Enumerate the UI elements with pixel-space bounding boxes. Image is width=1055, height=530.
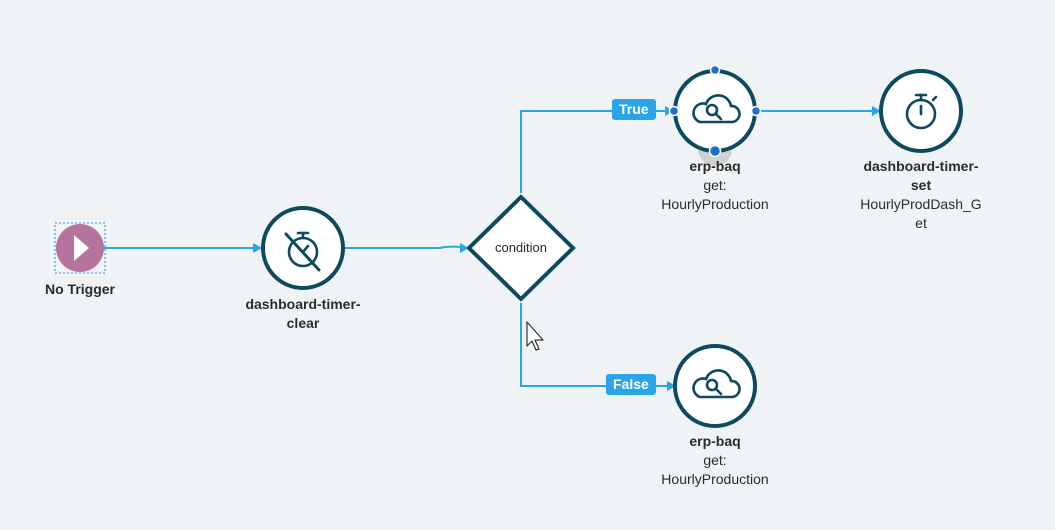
- connection-handle-right[interactable]: [750, 105, 762, 117]
- connection-handle-top[interactable]: [709, 64, 721, 76]
- timer-clear-title-2: clear: [286, 315, 320, 331]
- connection-handle-bottom[interactable]: [708, 144, 722, 158]
- timer-set-node[interactable]: [879, 69, 963, 153]
- arrowhead: [460, 243, 469, 253]
- erp-baq-true-title: erp-baq: [689, 158, 741, 174]
- erp-baq-false-sub1: get:: [703, 452, 727, 468]
- erp-baq-false-label: erp-baq get: HourlyProduction: [640, 432, 790, 489]
- timer-clear-title: dashboard-timer-: [245, 296, 361, 312]
- timer-clear-node[interactable]: [261, 206, 345, 290]
- timer-off-icon: [284, 231, 321, 272]
- trigger-selection-box: [54, 222, 106, 274]
- condition-node[interactable]: [466, 194, 576, 302]
- erp-baq-true-node[interactable]: [668, 64, 762, 167]
- timer-set-sub2: et: [915, 215, 927, 231]
- erp-baq-false-title: erp-baq: [689, 433, 741, 449]
- trigger-node[interactable]: [56, 224, 104, 272]
- true-branch-badge: True: [612, 99, 656, 120]
- arrowhead: [872, 106, 881, 116]
- erp-baq-false-node[interactable]: [673, 344, 757, 428]
- erp-baq-false-sub2: HourlyProduction: [661, 471, 769, 487]
- edge-timer-clear-to-condition: [344, 245, 463, 249]
- cloud-search-icon: [692, 94, 741, 124]
- timer-set-label: dashboard-timer- set HourlyProdDash_G et: [846, 157, 996, 233]
- trigger-label-text: No Trigger: [44, 281, 115, 297]
- condition-label: condition: [494, 240, 548, 255]
- timer-set-sub1: HourlyProdDash_G: [860, 196, 982, 212]
- mouse-cursor-icon: [526, 321, 544, 351]
- timer-icon: [905, 93, 938, 130]
- timer-set-title-2: set: [910, 177, 932, 193]
- cloud-search-icon: [692, 369, 741, 399]
- arrowhead: [253, 243, 262, 253]
- erp-baq-true-label: erp-baq get: HourlyProduction: [640, 157, 790, 214]
- arrowhead: [667, 381, 676, 391]
- erp-baq-true-sub1: get:: [703, 177, 727, 193]
- timer-set-title: dashboard-timer-: [863, 158, 979, 174]
- connection-handle-left[interactable]: [668, 105, 680, 117]
- false-branch-badge: False: [606, 374, 656, 395]
- trigger-label: No Trigger: [30, 280, 130, 299]
- erp-baq-true-sub2: HourlyProduction: [661, 196, 769, 212]
- timer-clear-label: dashboard-timer- clear: [233, 295, 373, 333]
- play-icon: [74, 235, 89, 261]
